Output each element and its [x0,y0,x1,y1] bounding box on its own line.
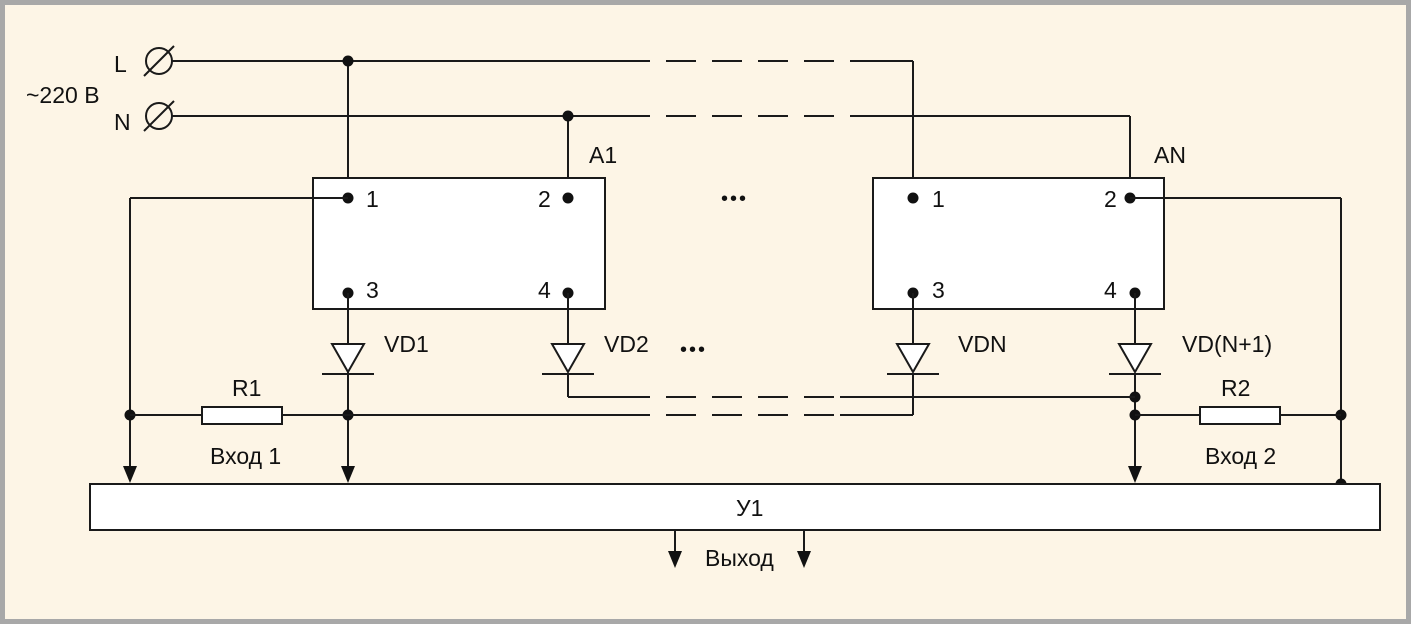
supply-voltage-label: ~220 В [26,82,100,108]
block-a1: A1 1 2 3 4 [312,142,617,310]
a1-pin-4-label: 4 [538,277,551,303]
resistor-r2: R2 Вход 2 [1135,375,1341,469]
an-pin-1 [907,192,919,204]
block-a1-label: A1 [589,142,617,168]
output: Выход [668,530,811,571]
diode-vd2-label: VD2 [604,331,649,357]
an-pin-3-label: 3 [932,277,945,303]
output-label: Выход [705,545,774,571]
an-pin-1-label: 1 [932,186,945,212]
neutral-terminal-label: N [114,109,131,135]
vdn1-arrow-icon [1128,466,1142,483]
resistor-r1-label: R1 [232,375,261,401]
line-terminal-label: L [114,51,127,77]
input-1-label: Вход 1 [210,443,281,469]
a1-pin-3-label: 3 [366,277,379,303]
diodes-ellipsis: ••• [680,339,707,361]
blocks-ellipsis: ••• [721,188,748,210]
an-pin-2-label: 2 [1104,186,1117,212]
resistor-r2-label: R2 [1221,375,1250,401]
input-2-label: Вход 2 [1205,443,1276,469]
diode-vdn1-label: VD(N+1) [1182,331,1272,357]
line-terminal-icon [143,45,175,77]
a1-pin-1-label: 1 [366,186,379,212]
diode-vd2: VD2 [542,293,649,397]
supply-lines [172,55,1131,198]
block-an: AN 1 2 3 4 [872,142,1186,310]
diode-vdn-label: VDN [958,331,1007,357]
a1-pin-2 [562,192,574,204]
left-bus-arrow-icon [123,466,137,483]
resistor-r1: R1 Вход 1 [130,375,348,469]
an-pin-4-label: 4 [1104,277,1117,303]
diode-vdn: VDN [887,293,1007,415]
collector-buses [348,396,1135,416]
diode-vd1: VD1 [322,293,429,483]
diode-vd1-label: VD1 [384,331,429,357]
block-an-label: AN [1154,142,1186,168]
left-bus [123,197,348,483]
output-right-arrow-icon [797,551,811,568]
diode-vdn1: VD(N+1) [1109,293,1272,483]
vd1-arrow-icon [341,466,355,483]
neutral-terminal-icon [143,100,175,132]
a1-pin-2-label: 2 [538,186,551,212]
amplifier-u1: У1 [89,483,1381,531]
supply-terminals: ~220 В L N [26,45,175,135]
output-left-arrow-icon [668,551,682,568]
amplifier-u1-label: У1 [736,495,763,521]
